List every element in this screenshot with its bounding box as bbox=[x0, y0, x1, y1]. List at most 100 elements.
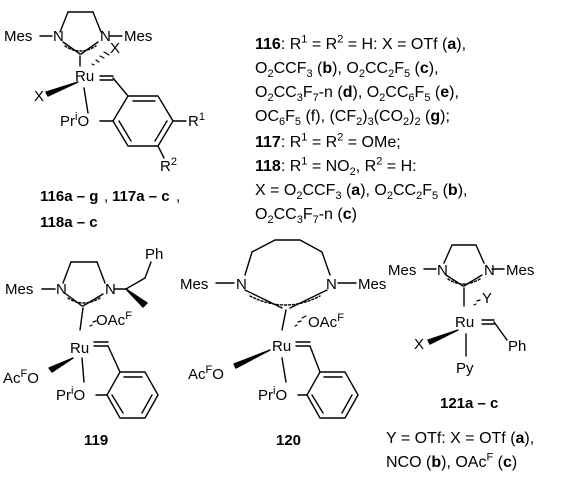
wedge-bond bbox=[427, 329, 459, 345]
ring-bond bbox=[244, 289, 283, 309]
phenyl-label: Ph bbox=[508, 338, 527, 355]
wedge-bond bbox=[45, 81, 79, 97]
ring-bond bbox=[62, 41, 81, 55]
ring-bond bbox=[59, 11, 69, 33]
x-ligand-label: X bbox=[110, 40, 121, 57]
wedge-methyl bbox=[125, 288, 148, 308]
legend-line: X = O2CCF3 (a), O2CC2F5 (b), bbox=[255, 182, 468, 203]
mes-label: Mes bbox=[506, 262, 535, 279]
vinyl-bond bbox=[107, 345, 121, 373]
ring-bond bbox=[62, 261, 72, 284]
structure-116 bbox=[39, 11, 187, 159]
r1-label: R1 bbox=[188, 111, 205, 131]
separator: , bbox=[176, 188, 181, 205]
nitrogen-label: N bbox=[100, 28, 111, 45]
ring-bond bbox=[92, 11, 102, 33]
ch-ph-bond bbox=[144, 261, 152, 279]
separator: , bbox=[104, 188, 109, 205]
y-ligand-label: Y bbox=[482, 290, 493, 307]
vinyl-bond bbox=[309, 345, 321, 373]
nitrogen-label: N bbox=[56, 281, 67, 298]
carbene-delocalization bbox=[64, 45, 97, 52]
nitrogen-label: N bbox=[326, 276, 337, 293]
mes-label: Mes bbox=[358, 276, 387, 293]
carbene-delocalization bbox=[249, 295, 321, 306]
acetate-label: OAcF bbox=[96, 310, 132, 330]
aromatic-bond bbox=[311, 394, 324, 414]
compound-label: 116a – g bbox=[40, 188, 99, 205]
nitrogen-label: N bbox=[484, 262, 495, 279]
acetate-label: AcFO bbox=[188, 364, 224, 384]
legend-line: NCO (b), OAcF (c) bbox=[386, 451, 518, 471]
ru-o-bond bbox=[83, 87, 89, 114]
ring-bond bbox=[65, 293, 83, 307]
diazepane-ring bbox=[244, 239, 331, 276]
carbene-ru-bond bbox=[79, 307, 84, 331]
wedge-bond bbox=[233, 349, 271, 369]
acetate-label: OAcF bbox=[308, 312, 344, 332]
benzene-ring bbox=[306, 371, 359, 419]
benzene-ring bbox=[106, 371, 159, 419]
aromatic-bond bbox=[341, 394, 353, 414]
legend-line: Y = OTf: X = OTf (a), bbox=[386, 430, 535, 447]
nitrogen-label: N bbox=[236, 276, 247, 293]
mes-label: Mes bbox=[124, 28, 153, 45]
compound-label: 118a – c bbox=[40, 214, 98, 231]
legend-line: O2CC3F7-n (d), O2CC6F5 (e), bbox=[255, 84, 459, 105]
structure-121 bbox=[423, 244, 508, 357]
hashed-bond bbox=[473, 299, 481, 306]
ring-bond bbox=[475, 244, 485, 264]
ruthenium-label: Ru bbox=[455, 314, 475, 331]
ring-bond bbox=[96, 261, 106, 284]
structure-120 bbox=[215, 239, 359, 419]
legend-line: 116: R1 = R2 = H: X = OTf (a), bbox=[255, 33, 467, 53]
hashed-bond bbox=[294, 315, 307, 327]
ru-o-bond bbox=[81, 357, 85, 383]
legend-line: O2CC3F7-n (c) bbox=[255, 206, 357, 227]
aromatic-bond bbox=[118, 120, 132, 142]
carbene-delocalization bbox=[67, 297, 101, 304]
ring-bond bbox=[82, 293, 104, 307]
compound-label: 120 bbox=[276, 432, 302, 449]
x-ligand-label: X bbox=[414, 336, 425, 353]
hashed-bond bbox=[89, 320, 97, 327]
ch-ph-bond bbox=[493, 321, 508, 341]
mes-label: Mes bbox=[180, 276, 209, 293]
mes-label: Mes bbox=[5, 281, 34, 298]
nitrogen-label: N bbox=[437, 262, 448, 279]
nitrogen-label: N bbox=[105, 281, 116, 298]
ring-bond bbox=[289, 289, 328, 309]
compound-label: 119 bbox=[84, 432, 109, 449]
r2-label: R2 bbox=[160, 156, 177, 176]
compound-label: 117a – c bbox=[112, 188, 170, 205]
acetate-label: AcFO bbox=[3, 368, 39, 388]
ru-o-bond bbox=[281, 357, 287, 383]
ring-bond bbox=[80, 41, 99, 55]
legend-line: 117: R1 = R2 = OMe; bbox=[255, 131, 401, 151]
legend-line: 118: R1 = NO2, R2 = H: bbox=[255, 155, 417, 179]
carbene-delocalization bbox=[447, 278, 481, 285]
isopropoxy-label: PriO bbox=[60, 111, 90, 131]
isopropoxy-label: PriO bbox=[56, 385, 86, 405]
ch-ph-bond bbox=[125, 277, 146, 290]
ruthenium-label: Ru bbox=[272, 338, 292, 355]
mes-label: Mes bbox=[4, 28, 33, 45]
isopropoxy-label: PriO bbox=[258, 385, 288, 405]
aryl-r2-bond bbox=[157, 145, 165, 159]
aromatic-bond bbox=[154, 120, 168, 142]
compound-label: 121a – c bbox=[440, 395, 499, 412]
structure-119 bbox=[41, 261, 159, 419]
carbene-ru-bond bbox=[281, 309, 287, 331]
mes-label: Mes bbox=[388, 262, 417, 279]
ruthenium-label: Ru bbox=[70, 340, 90, 357]
x-ligand-label: X bbox=[34, 88, 45, 105]
benzene-ring bbox=[112, 95, 174, 147]
aromatic-bond bbox=[111, 394, 124, 414]
aromatic-bond bbox=[141, 394, 153, 414]
legend-line: O2CCF3 (b), O2CC2F5 (c), bbox=[255, 60, 439, 81]
phenyl-label: Ph bbox=[145, 246, 164, 263]
pyridine-label: Py bbox=[456, 360, 474, 377]
wedge-bond bbox=[48, 357, 74, 373]
